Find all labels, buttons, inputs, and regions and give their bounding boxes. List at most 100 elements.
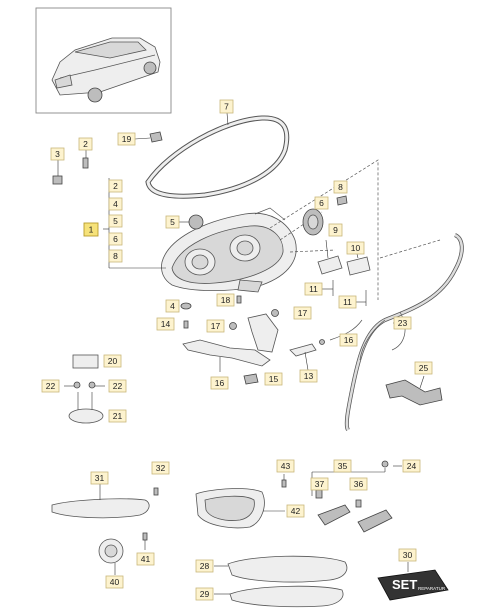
callout-group-8: 8 <box>108 249 123 263</box>
callout-22-a: 22 <box>41 379 60 393</box>
part-14-screw <box>183 320 189 329</box>
callout-9: 9 <box>328 223 343 237</box>
callout-group-4: 4 <box>108 197 123 211</box>
callout-7: 7 <box>219 99 234 114</box>
part-41-screw <box>142 532 148 550</box>
part-13-holder <box>289 339 325 371</box>
callout-6: 6 <box>314 196 329 210</box>
svg-text:35: 35 <box>338 461 348 471</box>
svg-text:2: 2 <box>113 181 118 191</box>
svg-text:15: 15 <box>269 374 279 384</box>
part-25-connector <box>385 375 443 406</box>
svg-text:5: 5 <box>170 217 175 227</box>
callout-2: 2 <box>78 137 93 151</box>
callout-15: 15 <box>264 372 283 386</box>
svg-text:42: 42 <box>291 506 301 516</box>
vehicle-thumbnail <box>35 7 172 114</box>
callout-17-b: 17 <box>293 306 312 320</box>
callout-22-b: 22 <box>108 379 127 393</box>
svg-text:8: 8 <box>113 251 118 261</box>
callout-43: 43 <box>276 459 295 473</box>
part-42-fog-lamp <box>195 488 285 529</box>
svg-text:24: 24 <box>407 461 417 471</box>
svg-text:36: 36 <box>354 479 364 489</box>
svg-text:20: 20 <box>108 356 118 366</box>
callout-40: 40 <box>105 575 124 589</box>
svg-text:40: 40 <box>110 577 120 587</box>
svg-text:23: 23 <box>398 318 408 328</box>
svg-text:4: 4 <box>170 301 175 311</box>
svg-text:17: 17 <box>211 321 221 331</box>
callout-23: 23 <box>393 316 412 330</box>
svg-text:30: 30 <box>403 550 413 560</box>
part-10-module <box>346 253 371 276</box>
callout-36: 36 <box>349 477 368 491</box>
part-7-seal <box>145 112 290 199</box>
part-31-drl-strip <box>51 484 150 519</box>
callout-35: 35 <box>333 459 352 473</box>
svg-text:7: 7 <box>224 102 229 112</box>
main-headlamp <box>161 207 297 293</box>
set-box-subtitle: REPARATUR <box>418 586 446 591</box>
part-29-cover <box>214 585 344 608</box>
svg-text:41: 41 <box>141 554 151 564</box>
part-8-screw <box>336 195 348 206</box>
svg-text:2: 2 <box>83 139 88 149</box>
part-23-harness <box>329 233 464 432</box>
svg-text:6: 6 <box>113 234 118 244</box>
svg-text:3: 3 <box>55 149 60 159</box>
callout-16: 16 <box>339 333 358 347</box>
part-15-clip <box>243 373 259 385</box>
svg-text:29: 29 <box>200 589 210 599</box>
part-17-clips <box>229 309 279 330</box>
callout-group-5: 5 <box>108 214 123 228</box>
callout-11-b: 11 <box>338 295 357 309</box>
part-6-cover <box>302 208 324 236</box>
callout-24: 24 <box>402 459 421 473</box>
part-40-bulb-holder <box>98 538 124 575</box>
part-16-bracket <box>182 313 279 372</box>
svg-text:14: 14 <box>161 319 171 329</box>
part-32-screw <box>153 487 159 496</box>
callout-14: 14 <box>156 317 175 331</box>
callout-42: 42 <box>286 504 305 518</box>
callout-41: 41 <box>136 552 155 566</box>
svg-text:11: 11 <box>309 284 318 294</box>
part-21-base <box>68 392 104 424</box>
svg-text:22: 22 <box>113 381 123 391</box>
callout-28: 28 <box>195 559 214 573</box>
callout-21: 21 <box>108 409 127 423</box>
svg-text:31: 31 <box>95 473 105 483</box>
svg-text:43: 43 <box>281 461 291 471</box>
svg-text:16: 16 <box>344 335 354 345</box>
part-28-cover <box>214 555 348 583</box>
svg-text:22: 22 <box>46 381 56 391</box>
callout-part16-label: 16 <box>210 376 229 390</box>
svg-text:18: 18 <box>221 295 231 305</box>
svg-text:5: 5 <box>113 216 118 226</box>
callout-32: 32 <box>151 461 170 475</box>
part-11-screws <box>322 280 367 306</box>
callout-13: 13 <box>299 369 318 383</box>
part-19-screw <box>134 131 163 143</box>
svg-text:32: 32 <box>156 463 166 473</box>
part-5-cap <box>178 214 204 230</box>
callout-18: 18 <box>216 293 235 307</box>
svg-text:1: 1 <box>89 225 94 235</box>
svg-text:16: 16 <box>215 378 225 388</box>
svg-text:10: 10 <box>351 243 361 253</box>
callout-29: 29 <box>195 587 214 601</box>
callout-11-a: 11 <box>304 282 323 296</box>
callout-19: 19 <box>117 132 136 146</box>
svg-text:37: 37 <box>315 479 325 489</box>
svg-text:8: 8 <box>338 182 343 192</box>
callout-37: 37 <box>310 477 329 491</box>
set-box-title: SET <box>392 577 417 592</box>
explode-lines <box>269 159 441 300</box>
callout-31: 31 <box>90 471 109 485</box>
svg-text:28: 28 <box>200 561 210 571</box>
part-9-module <box>317 239 343 275</box>
part-20-module <box>72 354 99 369</box>
svg-text:6: 6 <box>319 198 324 208</box>
